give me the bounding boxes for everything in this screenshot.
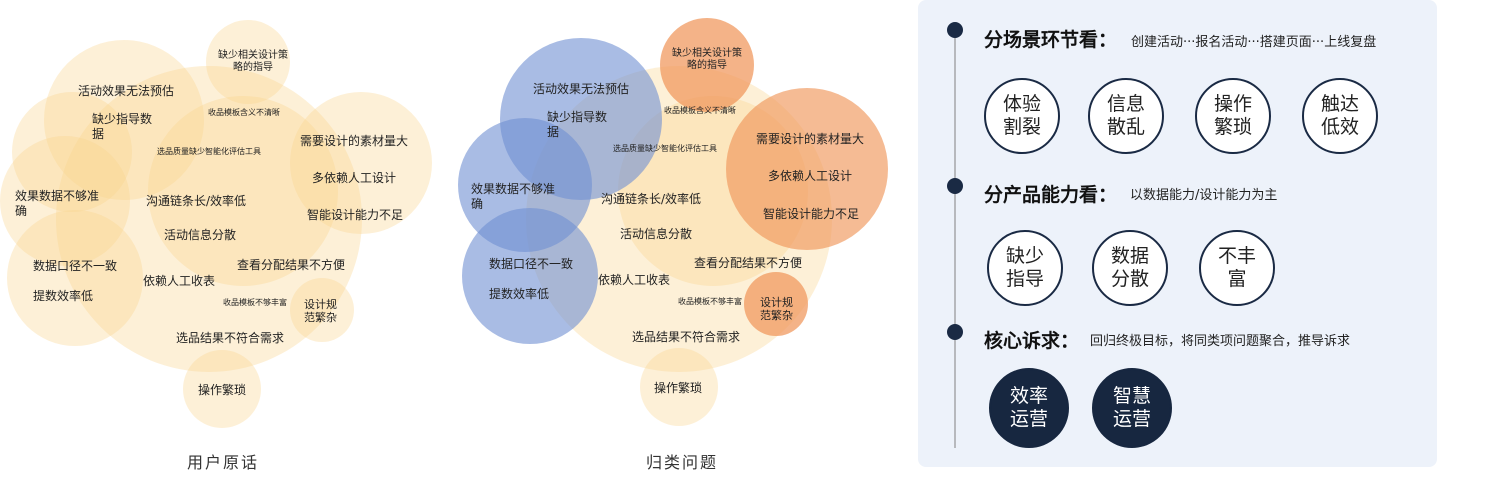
tag-circle: 缺少指导 (987, 230, 1063, 306)
tag-circle: 操作繁琐 (1195, 78, 1271, 154)
note-label: 查看分配结果不方便 (694, 256, 803, 270)
tag-circle: 触达低效 (1302, 78, 1378, 154)
note-label: 效果数据不够准确 (15, 189, 100, 218)
note-label: 选品结果不符合需求 (176, 331, 285, 345)
tag-circle-dark: 效率运营 (989, 368, 1069, 448)
bubble (44, 40, 204, 200)
bubble (290, 278, 354, 342)
section-description: 创建活动···报名活动···搭建页面···上线复盘 (1131, 35, 1377, 50)
note-label: 活动效果无法预估 (78, 84, 175, 98)
note-label: 设计规范繁杂 (760, 296, 793, 322)
bubble (12, 92, 132, 212)
note-label: 智能设计能力不足 (763, 207, 860, 221)
note-label: 依赖人工收表 (143, 274, 216, 288)
note-label: 提数效率低 (489, 287, 550, 301)
section-title: 分产品能力看： (984, 184, 1118, 206)
section-title: 核心诉求： (984, 330, 1080, 352)
note-label: 缺少相关设计策略的指导 (672, 48, 742, 71)
tag-circle-dark: 智慧运营 (1092, 368, 1172, 448)
bubble (660, 18, 754, 112)
note-label: 收品模板含义不清晰 (208, 108, 280, 117)
bubble (290, 92, 432, 234)
bubble (744, 272, 808, 336)
note-label: 活动效果无法预估 (533, 82, 630, 96)
cloud-caption: 归类问题 (646, 453, 719, 472)
bubble (206, 20, 290, 104)
tag-circle: 信息散乱 (1088, 78, 1164, 154)
note-label: 操作繁琐 (198, 383, 247, 397)
note-label: 需要设计的素材量大 (300, 134, 409, 148)
section-title: 分场景环节看： (984, 29, 1118, 51)
note-label: 多依赖人工设计 (768, 169, 853, 183)
note-label: 需要设计的素材量大 (756, 132, 865, 146)
bubble (640, 348, 718, 426)
note-label: 多依赖人工设计 (312, 171, 397, 185)
timeline-dot (947, 22, 963, 38)
tag-circle: 不丰富 (1199, 230, 1275, 306)
section-description: 以数据能力/设计能力为主 (1130, 188, 1278, 203)
note-label: 依赖人工收表 (598, 273, 671, 287)
note-label: 缺少相关设计策略的指导 (218, 50, 288, 73)
note-label: 活动信息分散 (620, 227, 693, 241)
note-label: 活动信息分散 (164, 228, 237, 242)
bubble (7, 210, 143, 346)
note-label: 缺少指导数据 (92, 112, 153, 141)
bubble (148, 96, 338, 286)
note-label: 选品质量缺少智能化评估工具 (157, 147, 261, 156)
note-label: 收品模板含义不清晰 (664, 106, 736, 115)
bubble (726, 88, 888, 250)
note-label: 收品模板不够丰富 (678, 297, 742, 306)
note-label: 智能设计能力不足 (307, 208, 404, 222)
note-label: 选品结果不符合需求 (632, 330, 741, 344)
note-label: 数据口径不一致 (489, 257, 574, 271)
section-description: 回归终极目标，将同类项问题聚合，推导诉求 (1090, 334, 1351, 349)
note-label: 查看分配结果不方便 (237, 258, 346, 272)
right-bubble-cloud: 缺少相关设计策略的指导 活动效果无法预估 缺少指导数据 收品模板含义不清晰 选品… (456, 0, 916, 481)
bubble (0, 136, 130, 266)
bubble (56, 66, 362, 372)
tag-circle: 数据分散 (1092, 230, 1168, 306)
left-bubble-cloud: 缺少相关设计策略的指导 活动效果无法预估 缺少指导数据 收品模板含义不清晰 选品… (0, 0, 460, 481)
note-label: 设计规范繁杂 (304, 298, 337, 324)
summary-panel: 分场景环节看： 创建活动···报名活动···搭建页面···上线复盘 体验割裂 信… (918, 0, 1437, 467)
note-label: 操作繁琐 (654, 381, 703, 395)
timeline-line (954, 30, 956, 448)
note-label: 选品质量缺少智能化评估工具 (613, 144, 717, 153)
bubble (462, 208, 598, 344)
bubble (183, 350, 261, 428)
cloud-caption: 用户原话 (187, 453, 260, 472)
timeline-dot (947, 324, 963, 340)
note-label: 数据口径不一致 (33, 259, 118, 273)
note-label: 效果数据不够准确 (471, 182, 556, 211)
note-label: 沟通链条长/效率低 (601, 192, 702, 206)
note-label: 缺少指导数据 (547, 110, 608, 139)
tag-circle: 体验割裂 (984, 78, 1060, 154)
timeline-dot (947, 178, 963, 194)
note-label: 收品模板不够丰富 (223, 298, 287, 307)
note-label: 提数效率低 (33, 289, 94, 303)
note-label: 沟通链条长/效率低 (146, 194, 247, 208)
